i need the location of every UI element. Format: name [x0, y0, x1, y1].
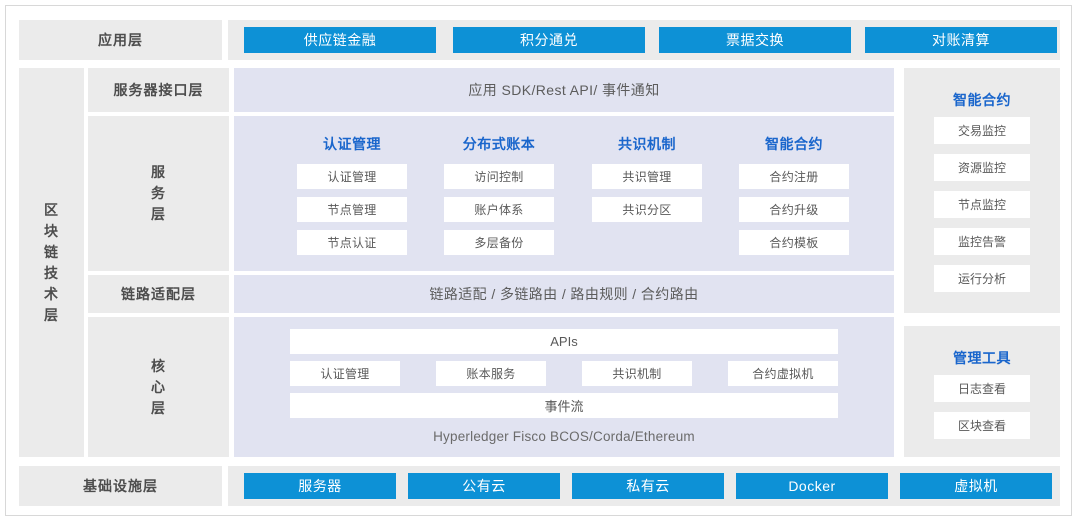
core-layer-label: 核 心 层	[88, 317, 229, 457]
service-card-contract-2[interactable]: 合约升级	[739, 197, 849, 222]
service-layer-panel: 认证管理 分布式账本 共识机制 智能合约 认证管理 节点管理 节点认证 访问控制…	[234, 116, 894, 271]
side-item-runtime-analysis[interactable]: 运行分析	[934, 265, 1030, 292]
infra-item-server[interactable]: 服务器	[244, 473, 396, 499]
core-module-ledger-service[interactable]: 账本服务	[436, 361, 546, 386]
side-item-monitor-alarm[interactable]: 监控告警	[934, 228, 1030, 255]
core-platforms-text: Hyperledger Fisco BCOS/Corda/Ethereum	[433, 428, 695, 444]
service-layer-label: 服 务 层	[88, 116, 229, 271]
service-col-title-auth: 认证管理	[323, 136, 381, 152]
service-col-title-consensus: 共识机制	[618, 136, 676, 152]
service-card-ledger-3[interactable]: 多层备份	[444, 230, 554, 255]
side-item-resource-monitor[interactable]: 资源监控	[934, 154, 1030, 181]
side-item-node-monitor[interactable]: 节点监控	[934, 191, 1030, 218]
core-module-consensus[interactable]: 共识机制	[582, 361, 692, 386]
service-card-ledger-1[interactable]: 访问控制	[444, 164, 554, 189]
core-layer-panel: APIs 认证管理 账本服务 共识机制 合约虚拟机 事件流 Hyperledge…	[234, 317, 894, 457]
diagram-frame: 应用层 供应链金融 积分通兑 票据交换 对账清算 区 块 链 技 术 层 服务器…	[5, 5, 1072, 516]
service-card-auth-3[interactable]: 节点认证	[297, 230, 407, 255]
side-item-block-viewer[interactable]: 区块查看	[934, 412, 1030, 439]
link-adaptation-banner: 链路适配 / 多链路由 / 路由规则 / 合约路由	[234, 275, 894, 313]
infra-item-public-cloud[interactable]: 公有云	[408, 473, 560, 499]
side-panel-smart-contract: 智能合约 交易监控 资源监控 节点监控 监控告警 运行分析	[904, 68, 1060, 313]
service-col-title-smart-contract: 智能合约	[765, 136, 823, 152]
infra-item-virtual-machine[interactable]: 虚拟机	[900, 473, 1052, 499]
core-apis-bar[interactable]: APIs	[290, 329, 838, 354]
service-col-title-ledger: 分布式账本	[462, 136, 536, 152]
side-item-log-viewer[interactable]: 日志查看	[934, 375, 1030, 402]
app-item-bill-exchange[interactable]: 票据交换	[659, 27, 851, 53]
server-interface-banner: 应用 SDK/Rest API/ 事件通知	[234, 68, 894, 112]
app-item-supply-chain-finance[interactable]: 供应链金融	[244, 27, 436, 53]
side-panel-management-tools-title: 管理工具	[953, 350, 1011, 366]
blockchain-tech-layer-spine: 区 块 链 技 术 层	[19, 68, 84, 457]
infra-item-docker[interactable]: Docker	[736, 473, 888, 499]
service-card-auth-1[interactable]: 认证管理	[297, 164, 407, 189]
service-card-consensus-2[interactable]: 共识分区	[592, 197, 702, 222]
app-item-points-exchange[interactable]: 积分通兑	[453, 27, 645, 53]
application-layer-label: 应用层	[19, 20, 222, 60]
core-module-auth[interactable]: 认证管理	[290, 361, 400, 386]
server-interface-layer-label: 服务器接口层	[88, 68, 229, 112]
infra-item-private-cloud[interactable]: 私有云	[572, 473, 724, 499]
core-module-contract-vm[interactable]: 合约虚拟机	[728, 361, 838, 386]
side-panel-management-tools: 管理工具 日志查看 区块查看	[904, 326, 1060, 457]
side-panel-smart-contract-title: 智能合约	[953, 92, 1011, 108]
app-item-reconciliation-settlement[interactable]: 对账清算	[865, 27, 1057, 53]
link-adaptation-layer-label: 链路适配层	[88, 275, 229, 313]
core-event-stream-bar[interactable]: 事件流	[290, 393, 838, 418]
service-card-consensus-1[interactable]: 共识管理	[592, 164, 702, 189]
service-card-ledger-2[interactable]: 账户体系	[444, 197, 554, 222]
service-card-contract-1[interactable]: 合约注册	[739, 164, 849, 189]
service-card-auth-2[interactable]: 节点管理	[297, 197, 407, 222]
infrastructure-layer-label: 基础设施层	[19, 466, 222, 506]
service-card-contract-3[interactable]: 合约模板	[739, 230, 849, 255]
side-item-transaction-monitor[interactable]: 交易监控	[934, 117, 1030, 144]
